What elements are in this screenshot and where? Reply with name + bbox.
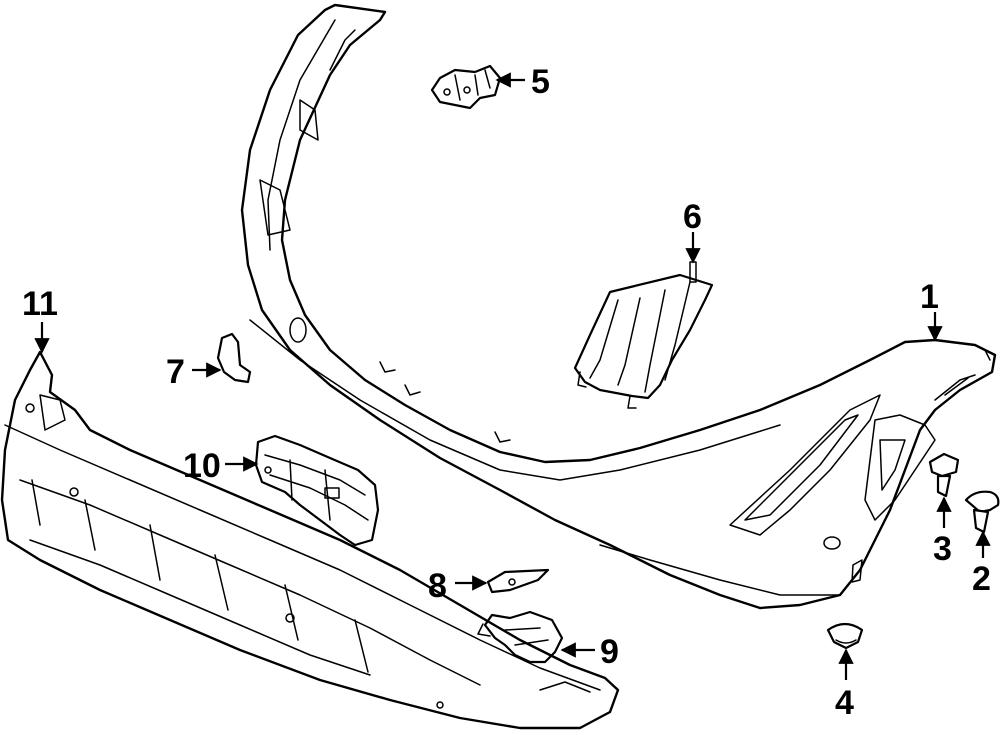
push-pin-retainer-part-2[interactable] [964,490,1000,534]
callout-5: 5 [531,63,550,101]
bumper-cover-part-1[interactable] [240,3,997,610]
callout-labels: 1 2 3 4 5 6 7 8 9 10 11 [22,63,991,722]
leader-lines [34,72,991,680]
bracket-part-5[interactable] [430,64,502,110]
callout-10: 10 [183,447,221,485]
callout-9: 9 [600,633,619,671]
bracket-part-9[interactable] [477,610,564,664]
bracket-part-7[interactable] [216,332,252,384]
reinforcement-bracket-part-10[interactable] [254,434,380,547]
callout-2: 2 [972,560,991,598]
callout-11: 11 [22,285,58,323]
callout-4: 4 [835,684,854,722]
lower-valance-part-11[interactable] [0,350,620,730]
callout-1: 1 [920,278,939,316]
clip-part-8[interactable] [486,568,550,594]
air-deflector-part-6[interactable] [573,261,714,409]
callout-7: 7 [166,353,185,391]
callout-6: 6 [683,198,702,236]
bolt-part-3[interactable] [928,452,960,498]
callout-8: 8 [428,567,447,605]
nut-part-4[interactable] [826,622,864,650]
callout-3: 3 [933,530,952,568]
